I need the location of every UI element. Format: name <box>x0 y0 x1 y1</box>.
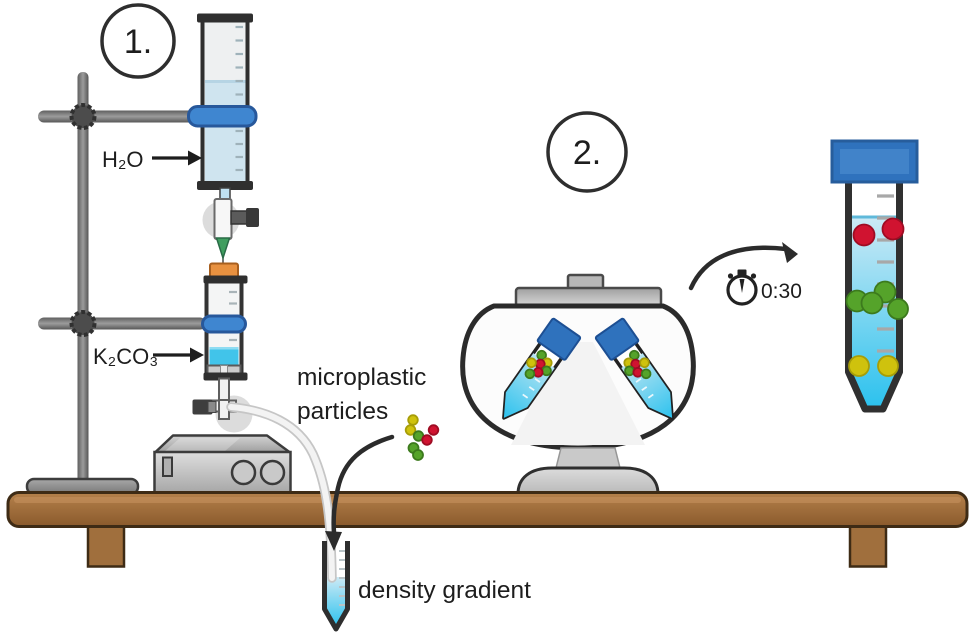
step-2-circle <box>546 111 628 193</box>
green-particle <box>629 349 640 361</box>
lab-table <box>6 491 969 568</box>
green-particle <box>640 368 652 380</box>
collection-tube-graduations <box>339 550 345 606</box>
water-column <box>187 13 259 284</box>
clamp-knob-lower <box>69 310 97 337</box>
table-leg-right <box>848 525 888 568</box>
pump-knob-left <box>230 459 257 486</box>
syringe-liquid-surface <box>209 347 239 350</box>
timer-annotation: 0:30 <box>688 242 802 306</box>
step-2-badge: 2. <box>546 111 628 193</box>
k2co3-label: K₂CO₃ <box>93 344 158 369</box>
collection-tube-liquid <box>326 577 346 626</box>
result-tube-walls <box>845 180 903 413</box>
centrifuge-lid <box>514 286 663 308</box>
valve-handle-mid <box>207 401 217 413</box>
green-particle <box>524 368 536 380</box>
green-particle <box>624 365 635 377</box>
h2o-arrowhead-icon <box>188 150 202 166</box>
tubing-inner <box>228 404 335 581</box>
pump-slot <box>162 456 173 477</box>
tube-graduations <box>635 377 654 399</box>
stand-crossbar-upper <box>38 110 200 123</box>
centrifuge-tube-right <box>594 317 674 420</box>
needle-tip-icon <box>215 237 231 261</box>
stopcock-body-upper <box>213 198 233 240</box>
red-particle <box>632 367 644 378</box>
step-1-label: 1. <box>124 23 152 61</box>
yellow-particle <box>407 414 419 426</box>
column-rim-top <box>197 13 253 23</box>
step-2-label: 2. <box>573 134 601 172</box>
result-tube-cap-inner <box>840 149 909 174</box>
stopcock-handle-cap-upper <box>246 208 259 227</box>
green-particle <box>536 349 547 361</box>
result-tube-particles <box>845 217 909 377</box>
transfer-tubing <box>226 402 337 583</box>
timer-value: 0:30 <box>761 280 802 303</box>
microplastic-label-line2: particles <box>297 398 388 425</box>
pump-knob-right <box>259 459 286 486</box>
tube-graduations <box>522 377 541 399</box>
yellow-particle <box>639 357 650 369</box>
yellow-particle <box>526 357 537 369</box>
stopwatch-icon <box>726 269 758 306</box>
yellow-particle <box>848 355 870 377</box>
h2o-label: H₂O <box>102 147 144 172</box>
centrifuge <box>460 273 696 496</box>
k2co3-arrowhead-icon <box>190 347 204 363</box>
column-graduations <box>235 25 243 172</box>
tube-particles <box>623 349 652 380</box>
step-1-badge: 1. <box>100 3 176 79</box>
collection-tube-walls <box>322 541 350 632</box>
red-particle <box>421 434 433 446</box>
particles-arrowhead-icon <box>325 531 342 551</box>
table-plank-highlight <box>14 497 961 503</box>
green-particle <box>412 449 424 461</box>
rotor-shadow <box>511 342 645 445</box>
salt-syringe <box>192 262 253 433</box>
pump-top-sheen <box>165 438 240 451</box>
particles-arrow <box>331 434 395 536</box>
tube-cap <box>536 317 582 361</box>
clamp-ring-lower <box>201 314 247 334</box>
green-particle <box>887 298 909 320</box>
timer-arrow <box>688 245 789 291</box>
syringe-rim-bottom <box>203 372 248 381</box>
tube-cap <box>594 317 640 361</box>
k2co3-annotation: K₂CO₃ <box>93 344 204 369</box>
clamp-ring-upper <box>187 105 258 128</box>
peristaltic-pump <box>153 434 292 495</box>
tube-particles <box>524 349 553 380</box>
clamp-knob-upper <box>69 103 97 130</box>
table-leg-left <box>86 525 126 568</box>
column-rim-bottom <box>197 181 253 190</box>
result-tube <box>830 139 919 413</box>
stand-crossbar-lower <box>38 317 206 330</box>
density-gradient-label: density gradient <box>358 577 531 604</box>
green-particle <box>860 291 884 315</box>
centrifuge-tube-left <box>502 317 582 420</box>
centrifuge-foot <box>516 466 660 496</box>
syringe-liquid <box>209 347 239 367</box>
h2o-annotation: H₂O <box>102 147 202 172</box>
red-particle <box>532 367 544 378</box>
particles-cluster <box>404 414 440 461</box>
stand-pole <box>77 72 89 484</box>
column-water-surface <box>205 80 246 83</box>
microplastic-annotation: microplastic particles <box>297 364 440 551</box>
green-particle <box>541 365 552 377</box>
red-particle <box>881 217 905 241</box>
ring-stand <box>38 72 206 484</box>
yellow-particle <box>404 424 417 436</box>
step-1-circle <box>100 3 176 79</box>
syringe-rim-top <box>203 275 248 284</box>
red-particle <box>852 223 876 247</box>
timer-arrowhead-icon <box>782 242 798 263</box>
microplastic-label-line1: microplastic <box>297 364 426 391</box>
yellow-particle <box>877 355 899 377</box>
red-particle <box>427 424 440 436</box>
